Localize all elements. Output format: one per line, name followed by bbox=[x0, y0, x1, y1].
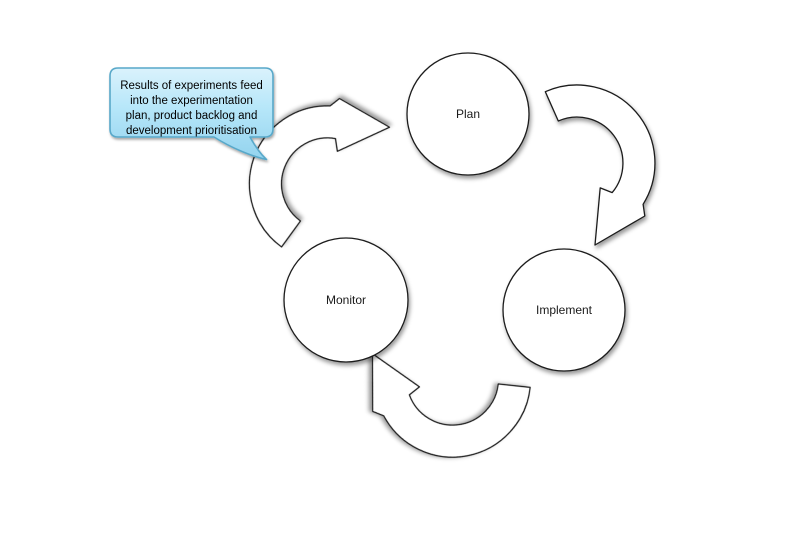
cycle-nodes bbox=[283, 52, 626, 372]
implement-node-label: Implement bbox=[535, 303, 593, 317]
arrow-plan-to-implement bbox=[544, 84, 656, 246]
plan-node-circle bbox=[406, 52, 530, 176]
monitor-node-circle bbox=[283, 237, 409, 363]
implement-node-circle bbox=[502, 248, 626, 372]
callout-bubble bbox=[109, 67, 274, 161]
callout-text-line: development prioritisation bbox=[125, 125, 258, 137]
plan-node-label: Plan bbox=[455, 107, 481, 121]
callout-text-line: into the experimentation bbox=[130, 95, 253, 107]
monitor-node-label: Monitor bbox=[325, 293, 367, 307]
callout-text-line: plan, product backlog and bbox=[125, 110, 258, 122]
callout-text-line: Results of experiments feed bbox=[120, 80, 263, 92]
callout-text: Results of experiments feed into the exp… bbox=[110, 79, 273, 139]
